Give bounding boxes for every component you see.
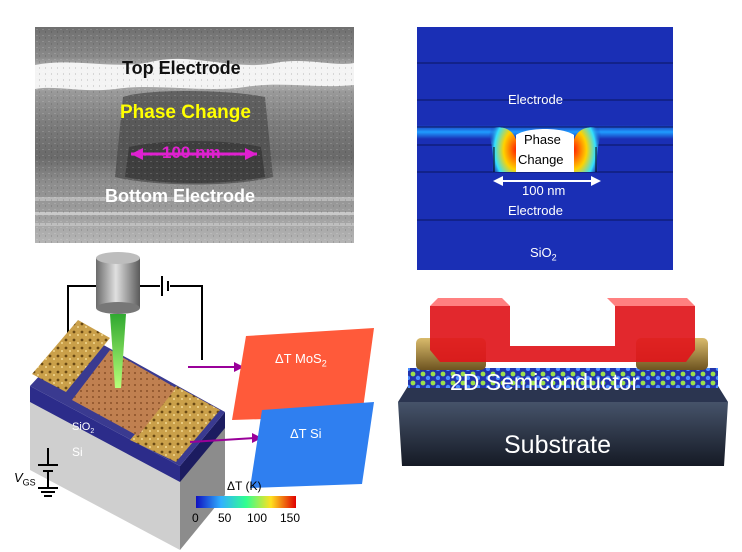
left-electrode — [32, 320, 110, 392]
sem-scale-arrow — [131, 148, 257, 160]
probe-body — [96, 258, 140, 308]
top-electrode-label: Top Electrode — [122, 58, 241, 78]
vgs-label: VGS — [14, 470, 36, 488]
sem-cross-section-image: Top Electrode Phase Change 100 nm Bottom… — [35, 27, 354, 243]
colorbar-tick-0: 0 — [192, 511, 199, 525]
si-thermal-map — [250, 402, 374, 488]
colorbar-tick-100: 100 — [247, 511, 268, 525]
sim-electrode-top-label: Electrode — [508, 92, 563, 107]
temperature-colorbar — [196, 496, 296, 508]
substrate-label: Substrate — [504, 431, 612, 459]
substrate-block — [398, 402, 728, 466]
sio2-layer — [30, 386, 180, 482]
right-wire — [170, 285, 203, 360]
device-sio2-label: SiO2 — [72, 421, 95, 436]
probe-tip — [110, 314, 126, 388]
mos2-map-label: ΔT MoS2 — [275, 351, 327, 369]
bottom-electrode-label: Bottom Electrode — [105, 186, 256, 206]
sem-scale-label: 100 nm — [162, 143, 221, 162]
semiconductor-layer — [408, 368, 718, 388]
colorbar-tick-150: 150 — [280, 511, 301, 525]
phase-change-label: Phase Change — [120, 102, 251, 123]
device-si-label: Si — [72, 445, 83, 459]
red-top-layer — [430, 306, 695, 362]
sim-substrate-label: SiO2 — [530, 245, 557, 263]
si-map-label: ΔT Si — [290, 426, 322, 441]
sem-texture — [35, 27, 354, 243]
sim-phase-label: Phase — [524, 132, 561, 147]
thermal-simulation-image: Electrode Phase Change 100 nm Electrode … — [417, 27, 673, 270]
sim-electrode-bottom-label: Electrode — [508, 203, 563, 218]
si-layer-front — [30, 400, 180, 550]
right-electrode — [130, 386, 220, 462]
colorbar-tick-50: 50 — [218, 511, 232, 525]
mos2-flake — [72, 350, 176, 436]
simulation-field — [417, 27, 673, 270]
si-layer-side — [180, 425, 225, 550]
colorbar-title: ΔT (K) — [227, 479, 262, 493]
transistor-render — [398, 298, 728, 466]
2d-semiconductor-label: 2D Semiconductor — [450, 369, 640, 395]
mos2-thermal-map — [232, 328, 374, 420]
sim-change-label: Change — [518, 152, 564, 167]
thermometry-device-diagram — [30, 252, 374, 550]
sim-scale-label: 100 nm — [522, 183, 566, 198]
